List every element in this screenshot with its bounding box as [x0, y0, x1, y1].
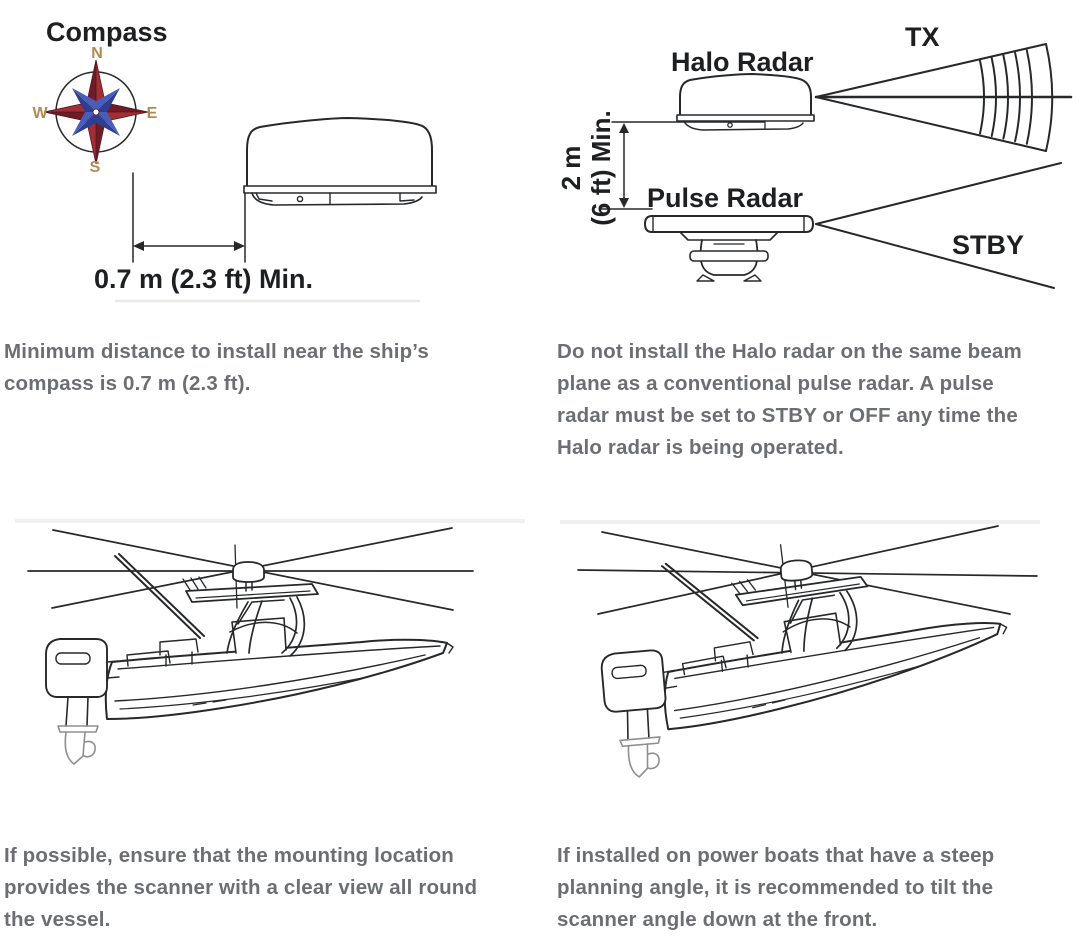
caption-beam-separation: Do not install the Halo radar on the sam…: [557, 340, 1022, 459]
figure-boat-clear-view: [15, 519, 525, 765]
stby-label: STBY: [952, 230, 1024, 260]
radio-waves-icon: [979, 49, 1033, 145]
compass-letter-w: W: [32, 105, 48, 122]
compass-letter-n: N: [91, 45, 103, 62]
radome-side-view: [243, 117, 437, 206]
compass-letter-e: E: [147, 105, 158, 122]
halo-radar-label: Halo Radar: [671, 47, 814, 77]
height-dimension: [599, 121, 765, 210]
figure-compass-distance: Compass N E S W: [32, 17, 437, 303]
compass-rose-icon: N E S W: [32, 45, 157, 176]
tx-beam: [814, 43, 1073, 152]
caption-tilt-front: If installed on power boats that have a …: [557, 844, 995, 931]
caption-clear-view: If possible, ensure that the mounting lo…: [4, 844, 478, 931]
pulse-radar-drawing: [644, 215, 814, 282]
distance-dimension: [115, 172, 420, 303]
height-dimension-label-2: (6 ft) Min.: [586, 110, 616, 226]
figure-boat-tilted: [560, 520, 1040, 781]
compass-letter-s: S: [90, 159, 101, 176]
height-dimension-label-1: 2 m: [556, 146, 586, 191]
halo-radome-drawing: [676, 73, 815, 131]
stby-beam: [815, 162, 1062, 289]
tx-label: TX: [905, 22, 940, 52]
pulse-radar-label: Pulse Radar: [647, 183, 804, 213]
compass-title: Compass: [46, 17, 168, 47]
boat-illustration-pitched: [591, 524, 1018, 781]
caption-compass-distance: Minimum distance to install near the shi…: [4, 340, 429, 395]
figure-beam-separation: TX Halo Radar 2 m (6 ft) Min. Pulse Rada…: [556, 22, 1073, 289]
distance-dimension-label: 0.7 m (2.3 ft) Min.: [94, 264, 313, 294]
